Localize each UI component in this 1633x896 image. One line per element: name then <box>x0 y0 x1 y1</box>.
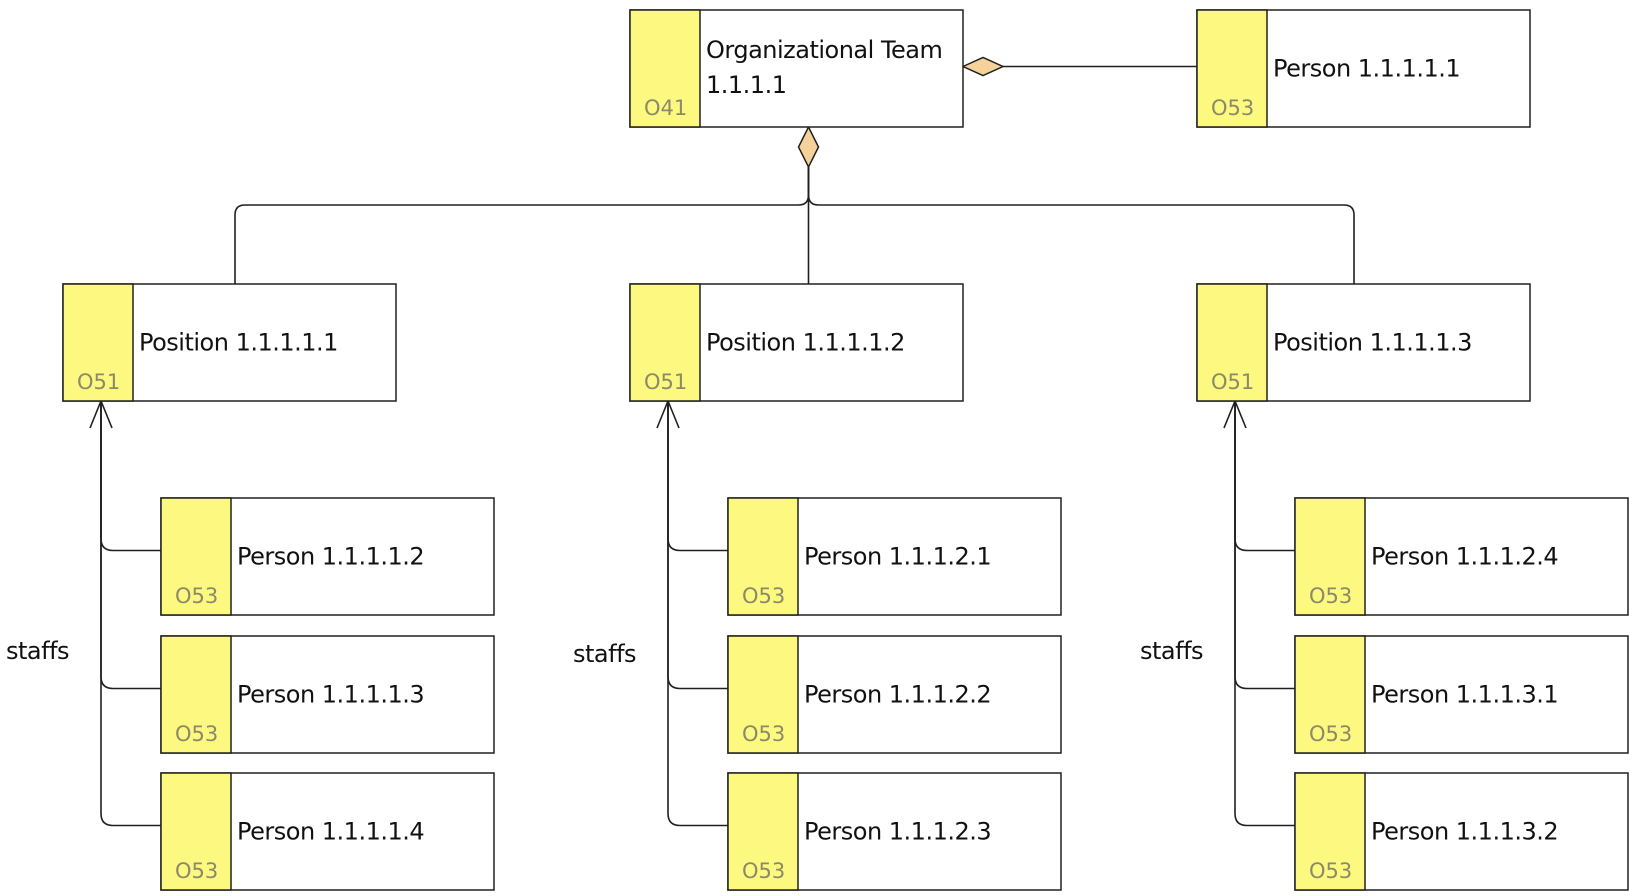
edge-p0-to-team <box>961 56 1197 77</box>
node-type-tab <box>160 772 232 891</box>
node-pos3[interactable]: O51 Position 1.1.1.1.3 <box>1196 283 1531 402</box>
node-type-tab <box>160 497 232 616</box>
node-type-code: O51 <box>644 370 687 394</box>
node-label: Person 1.1.1.1.1 <box>1273 55 1460 83</box>
edge-p1122-to-pos2 <box>667 401 728 690</box>
staffs-line <box>1234 401 1295 827</box>
node-type-code: O53 <box>742 859 785 883</box>
node-type-code: O53 <box>1309 722 1352 746</box>
node-type-tab <box>1294 635 1366 754</box>
node-type-code: O53 <box>1211 96 1254 120</box>
edge-p1131-to-pos3 <box>1234 401 1295 690</box>
node-label: Person 1.1.1.1.4 <box>237 818 424 846</box>
node-type-code: O53 <box>175 584 218 608</box>
aggregation-diamond <box>961 56 1005 77</box>
staffs-line <box>100 401 161 827</box>
edge-p1132-to-pos3 <box>1234 401 1295 827</box>
node-type-tab <box>629 283 701 402</box>
node-type-code: O51 <box>1211 370 1254 394</box>
node-label: Position 1.1.1.1.1 <box>139 329 338 357</box>
node-type-code: O53 <box>1309 584 1352 608</box>
node-type-tab <box>727 635 799 754</box>
node-type-code: O53 <box>1309 859 1352 883</box>
edge-pos3-to-team <box>807 167 1355 284</box>
node-p112[interactable]: O53 Person 1.1.1.1.2 <box>160 497 495 616</box>
node-p1121[interactable]: O53 Person 1.1.1.2.1 <box>727 497 1062 616</box>
staffs-line <box>667 401 728 827</box>
staffs-label: staffs <box>1140 637 1203 665</box>
node-label: Person 1.1.1.2.4 <box>1371 543 1558 571</box>
edge-labels-layer: staffs staffs staffs <box>6 637 1204 668</box>
node-type-tab <box>1294 497 1366 616</box>
node-p1124[interactable]: O53 Person 1.1.1.2.4 <box>1294 497 1629 616</box>
staffs-line <box>100 401 161 690</box>
node-type-tab <box>160 635 232 754</box>
node-type-tab <box>62 283 134 402</box>
edges-layer <box>89 56 1355 827</box>
node-p113[interactable]: O53 Person 1.1.1.1.3 <box>160 635 495 754</box>
edge-p113-to-pos1 <box>100 401 161 690</box>
node-type-tab <box>1294 772 1366 891</box>
staffs-line <box>667 401 728 690</box>
aggregation-line <box>234 167 810 284</box>
node-type-code: O53 <box>175 722 218 746</box>
node-type-code: O53 <box>175 859 218 883</box>
node-p1122[interactable]: O53 Person 1.1.1.2.2 <box>727 635 1062 754</box>
aggregation-diamond <box>797 125 820 169</box>
node-type-tab <box>1196 283 1268 402</box>
node-type-code: O53 <box>742 722 785 746</box>
node-p1123[interactable]: O53 Person 1.1.1.2.3 <box>727 772 1062 891</box>
aggregation-line <box>807 167 1355 284</box>
staffs-line <box>1234 401 1295 690</box>
node-pos1[interactable]: O51 Position 1.1.1.1.1 <box>62 283 397 402</box>
node-type-tab <box>727 772 799 891</box>
node-label: Person 1.1.1.2.2 <box>804 681 991 709</box>
node-type-code: O51 <box>77 370 120 394</box>
edge-pos1-to-team <box>234 167 810 284</box>
node-label: Person 1.1.1.1.2 <box>237 543 424 571</box>
staffs-label: staffs <box>6 637 69 665</box>
node-label: Person 1.1.1.3.1 <box>1371 681 1558 709</box>
node-label: Person 1.1.1.2.3 <box>804 818 991 846</box>
node-p114[interactable]: O53 Person 1.1.1.1.4 <box>160 772 495 891</box>
staffs-label: staffs <box>573 640 636 668</box>
node-p1132[interactable]: O53 Person 1.1.1.3.2 <box>1294 772 1629 891</box>
node-type-code: O41 <box>644 96 687 120</box>
node-p0[interactable]: O53 Person 1.1.1.1.1 <box>1196 9 1531 128</box>
node-label: Person 1.1.1.1.3 <box>237 681 424 709</box>
node-type-tab <box>1196 9 1268 128</box>
node-pos2[interactable]: O51 Position 1.1.1.1.2 <box>629 283 964 402</box>
node-p1131[interactable]: O53 Person 1.1.1.3.1 <box>1294 635 1629 754</box>
node-type-code: O53 <box>742 584 785 608</box>
node-type-tab <box>727 497 799 616</box>
node-type-tab <box>629 9 701 128</box>
edge-p1123-to-pos2 <box>667 401 728 827</box>
node-label: Person 1.1.1.3.2 <box>1371 818 1558 846</box>
node-label: Person 1.1.1.2.1 <box>804 543 991 571</box>
edge-p114-to-pos1 <box>100 401 161 827</box>
node-label: Position 1.1.1.1.2 <box>706 329 905 357</box>
node-label: Position 1.1.1.1.3 <box>1273 329 1472 357</box>
